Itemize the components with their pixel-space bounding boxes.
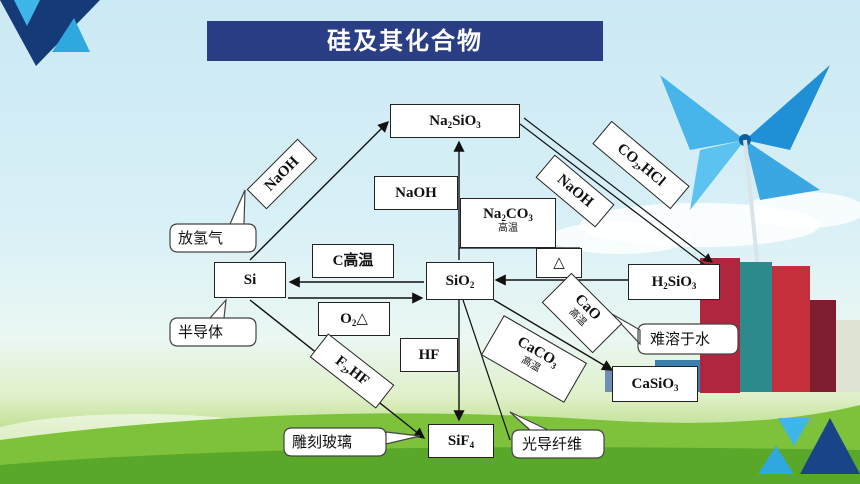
reagent-naoh-center: NaOH bbox=[374, 176, 458, 210]
logo-triangle-light bbox=[52, 18, 90, 52]
callout-semiconductor-shape bbox=[169, 298, 257, 347]
node-si: Si bbox=[214, 262, 286, 298]
callout-hydrogen: 放氢气 bbox=[178, 229, 224, 247]
callout-etch-glass-shape bbox=[283, 427, 421, 457]
callout-insoluble-shape bbox=[611, 313, 739, 355]
callout-hydrogen-shape bbox=[169, 189, 257, 253]
arrow-sio2-to-casio3 bbox=[493, 299, 614, 371]
arrow-si-to-na2sio3 bbox=[249, 121, 389, 261]
reagent-hf: HF bbox=[400, 338, 458, 372]
callout-etch-glass: 雕刻玻璃 bbox=[292, 433, 353, 451]
node-na2sio3: Na2SiO3 bbox=[390, 104, 520, 138]
callout-optical-fiber: 光导纤维 bbox=[522, 435, 583, 453]
arrow-na2sio3-to-h2sio3 bbox=[523, 117, 713, 263]
callout-insoluble: 难溶于水 bbox=[650, 330, 711, 348]
reagent-c-high-temp: C高温 bbox=[312, 244, 394, 278]
node-sif4: SiF4 bbox=[428, 424, 494, 458]
node-casio3: CaSiO3 bbox=[612, 366, 698, 402]
callout-optical-fiber-shape bbox=[509, 411, 605, 459]
page-title: 硅及其化合物 bbox=[207, 21, 603, 61]
node-h2sio3: H2SiO3 bbox=[628, 264, 720, 300]
reagent-na2co3: Na2CO3 高温 bbox=[460, 198, 556, 248]
reagent-o2-heat: O2△ bbox=[318, 302, 390, 336]
pinwheel-icon bbox=[660, 65, 830, 291]
node-sio2: SiO2 bbox=[426, 262, 494, 300]
reagent-heat-right: △ bbox=[536, 248, 582, 278]
callout-semiconductor: 半导体 bbox=[178, 323, 224, 341]
